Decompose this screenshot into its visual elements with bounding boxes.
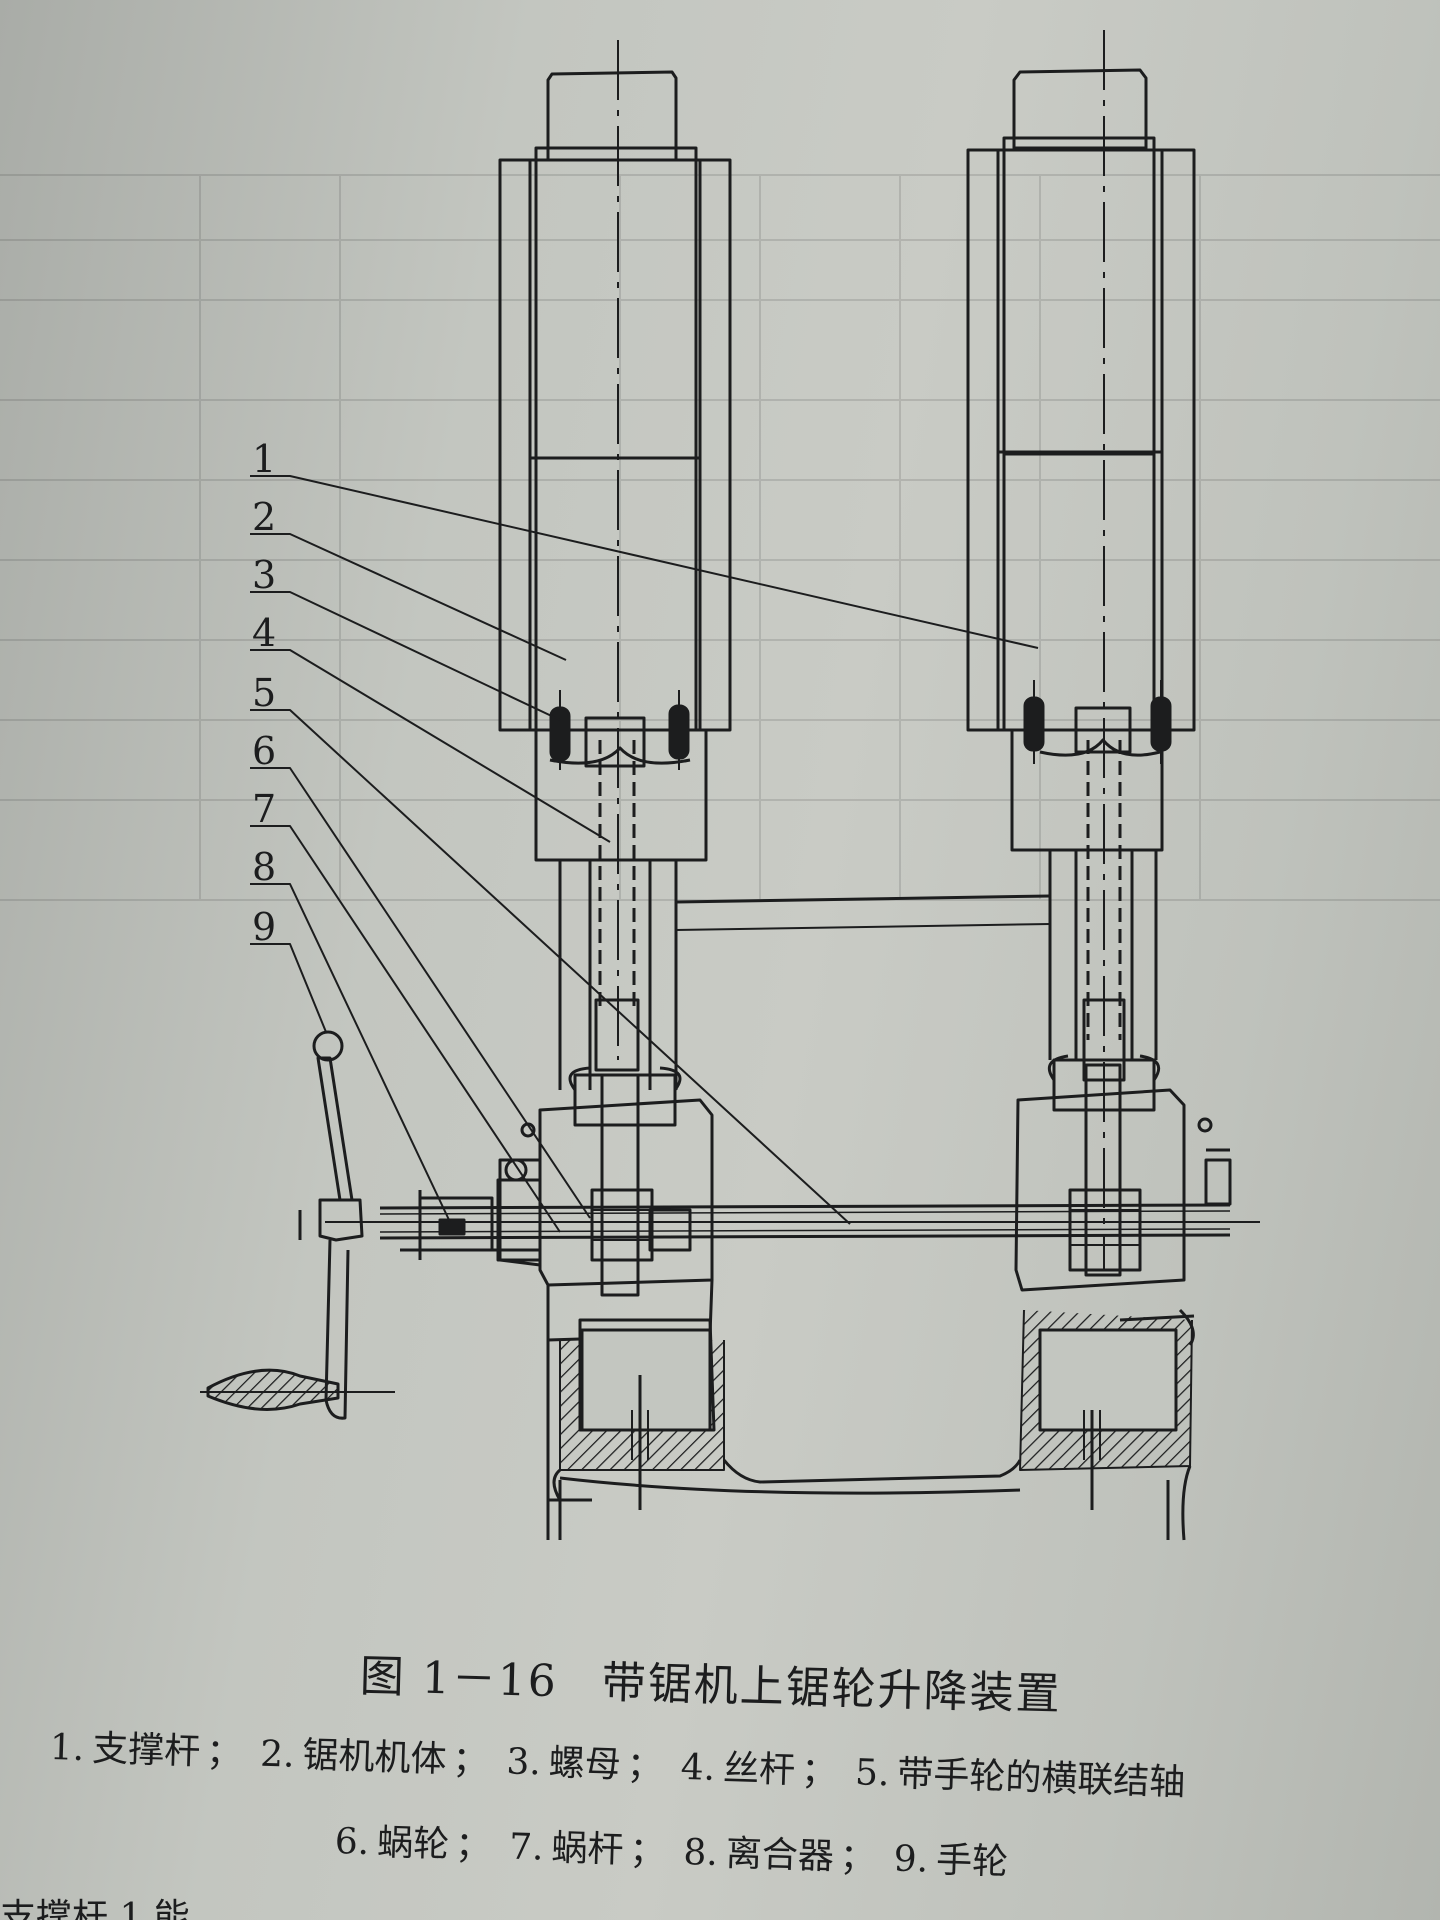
legend-item: 4.丝杆 <box>680 1746 796 1792</box>
left-column <box>498 40 732 1090</box>
saw-wheel-lift-drawing: 1 2 3 4 5 6 7 8 9 <box>200 30 1260 1541</box>
figure-title: 带锯机上锯轮升降装置 <box>601 1657 1063 1721</box>
body-text-fragment: 支撑杆 1 能 <box>0 1897 190 1920</box>
callout-6: 6 <box>252 729 276 773</box>
figure-legend-line-1: 1.支撑杆；2.锯机机体；3.螺母；4.丝杆；5.带手轮的横联结轴 <box>49 1727 1186 1804</box>
callout-7: 7 <box>252 787 276 831</box>
right-gearbox <box>1014 1054 1232 1346</box>
callout-1: 1 <box>252 437 276 481</box>
callout-4: 4 <box>252 611 276 655</box>
legend-item: 1.支撑杆 <box>49 1727 201 1773</box>
callout-3: 3 <box>252 553 276 597</box>
hand-wheel <box>200 1030 395 1420</box>
machine-base <box>546 1309 1193 1541</box>
leader-lines <box>250 475 1039 1233</box>
cross-shaft <box>325 1178 1260 1262</box>
callout-5: 5 <box>252 671 276 715</box>
bleed-through-table <box>0 174 1440 901</box>
callout-9: 9 <box>252 905 276 949</box>
callout-2: 2 <box>252 495 276 539</box>
legend-item: 6.蜗轮 <box>334 1821 450 1866</box>
legend-item: 3.螺母 <box>505 1741 622 1786</box>
right-column <box>966 30 1196 1270</box>
legend-item: 7.蜗杆 <box>508 1826 625 1872</box>
legend-item: 2.锯机机体 <box>259 1733 448 1781</box>
callout-8: 8 <box>252 845 276 889</box>
left-gearbox <box>498 1066 714 1342</box>
figure-caption: 图 1－16 带锯机上锯轮升降装置 <box>359 1640 1062 1722</box>
legend-item: 5.带手轮的横联结轴 <box>854 1752 1186 1804</box>
legend-item: 9.手轮 <box>893 1838 1009 1884</box>
figure-legend-line-2: 6.蜗轮；7.蜗杆；8.离合器；9.手轮 <box>334 1821 1009 1884</box>
figure-number: 图 1－16 <box>359 1651 559 1708</box>
legend-item: 8.离合器 <box>682 1831 835 1878</box>
